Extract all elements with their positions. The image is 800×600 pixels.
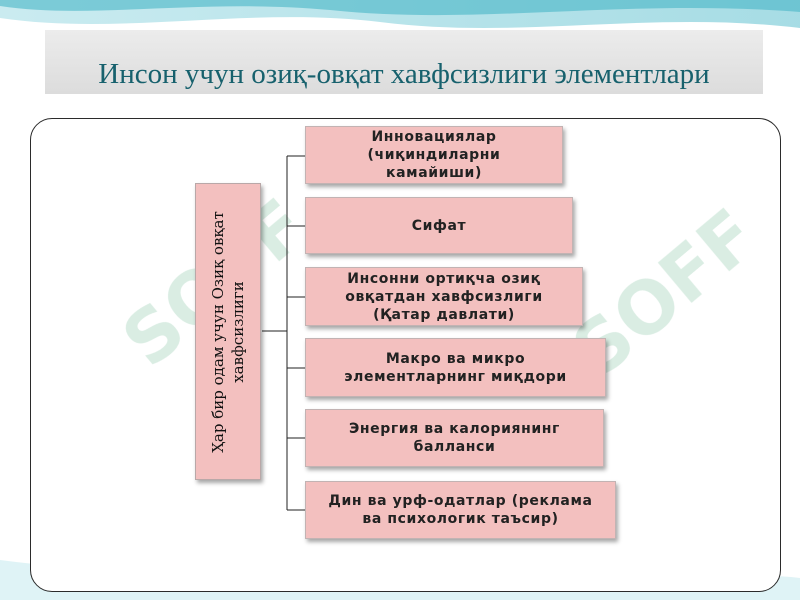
item-label: Инновациялар (чиқиндиларни камайиши) [367,129,501,181]
item-overeating-safety: Инсонни ортиқча озиқ овқатдан хавфсизлиг… [305,267,583,326]
item-innovations: Инновациялар (чиқиндиларни камайиши) [305,126,563,184]
item-religion-traditions: Дин ва урф-одатлар (реклама ва психологи… [305,481,616,539]
item-quality: Сифат [305,197,573,254]
item-label: Сифат [411,217,467,234]
slide-title: Инсон учун озиқ-овқат хавфсизлиги элемен… [98,58,710,90]
title-band: Инсон учун озиқ-овқат хавфсизлиги элемен… [45,30,763,94]
item-label: Дин ва урф-одатлар (реклама ва психологи… [328,493,593,527]
item-macro-micro: Макро ва микро элементларнинг миқдори [305,338,606,397]
root-label: Ҳар бир одам учун Озиқ овқат хавфсизлиги [209,210,247,453]
item-label: Макро ва микро элементларнинг миқдори [344,350,567,385]
item-label: Инсонни ортиқча озиқ овқатдан хавфсизлиг… [345,270,543,323]
item-label: Энергия ва калориянинг балланси [349,421,560,455]
item-energy-calories: Энергия ва калориянинг балланси [305,409,604,467]
root-box: Ҳар бир одам учун Озиқ овқат хавфсизлиги [195,183,261,480]
